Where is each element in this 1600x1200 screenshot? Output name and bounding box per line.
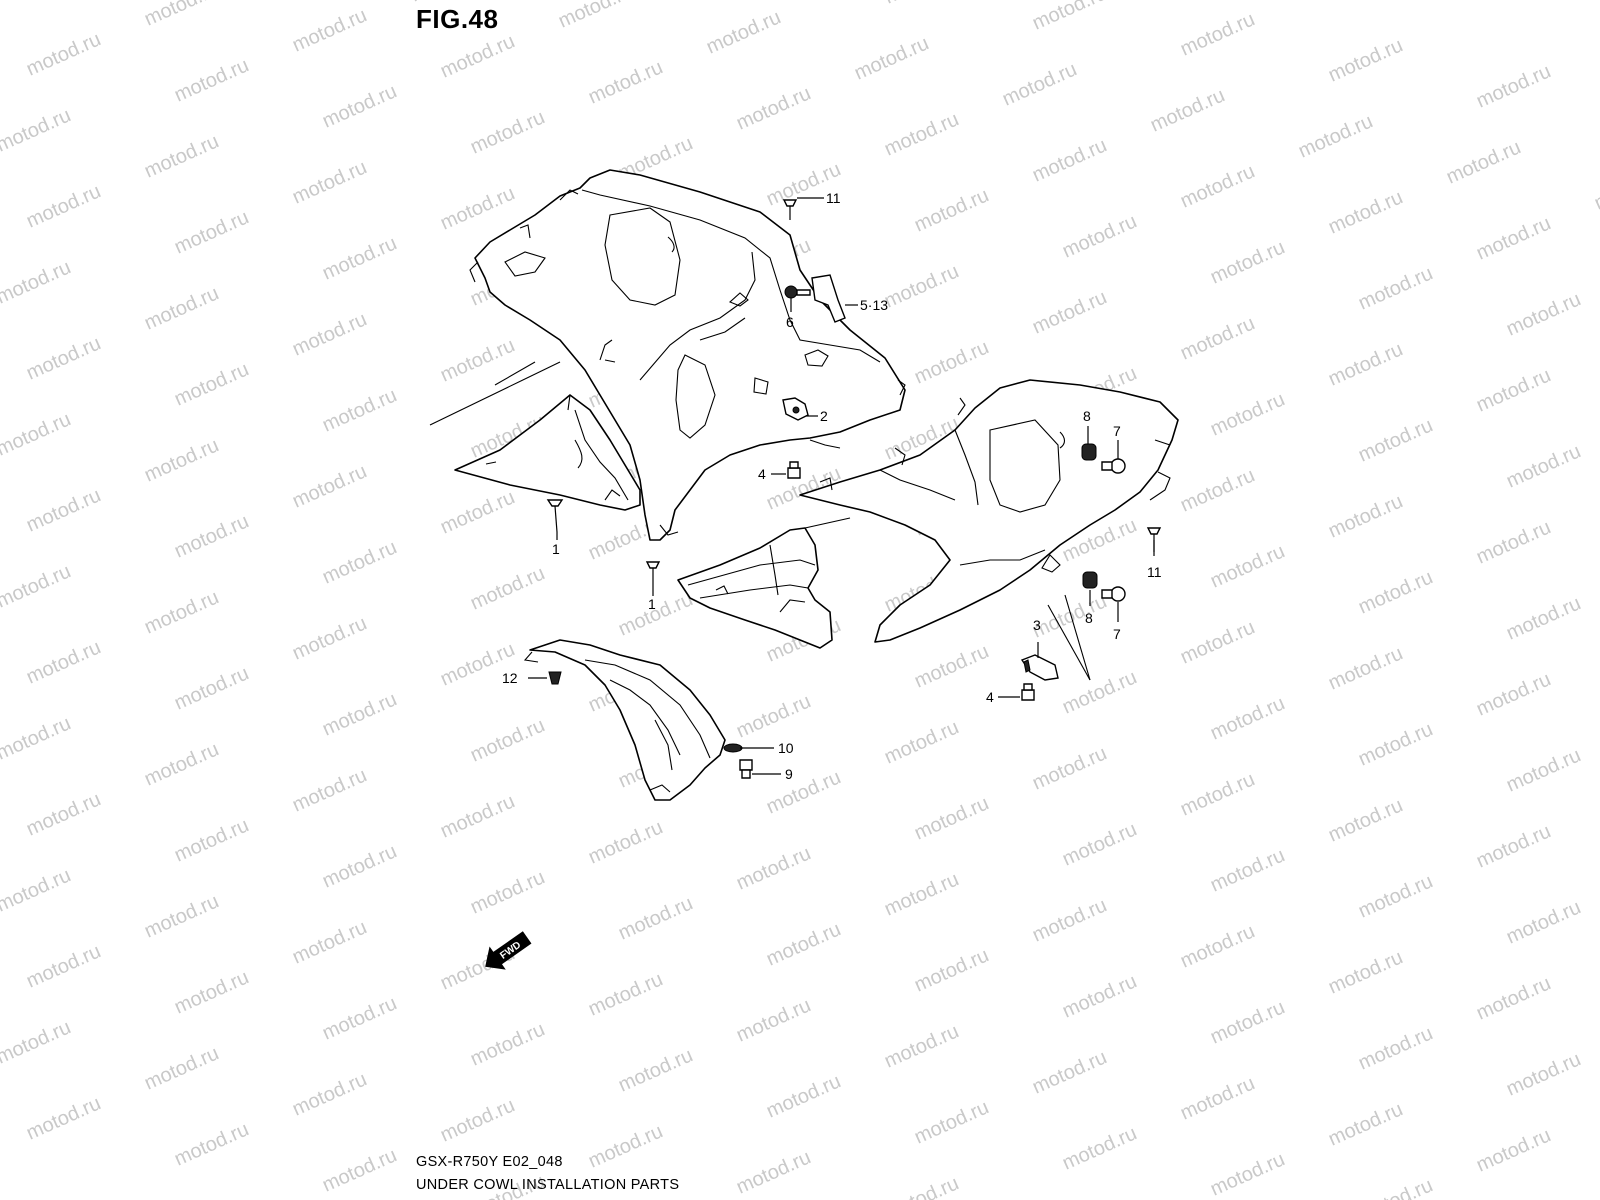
callout-5-13: 5·13 (860, 297, 888, 313)
callout-8-upper: 8 (1083, 408, 1091, 424)
left-cowl-lower-panel (429, 361, 641, 511)
center-under-panel (677, 517, 851, 649)
screw-11-top (782, 199, 798, 220)
bolt-9 (739, 759, 753, 779)
callout-9: 9 (785, 766, 793, 782)
callout-1-lower: 1 (648, 596, 656, 612)
callout-4-upper: 4 (758, 466, 766, 482)
callout-1-upper: 1 (552, 541, 560, 557)
callout-8-lower: 8 (1085, 610, 1093, 626)
callout-7-lower: 7 (1113, 626, 1121, 642)
front-under-cowl-piece (523, 639, 726, 801)
figure-title: FIG.48 (416, 4, 499, 34)
forward-direction-arrow: FWD (485, 931, 532, 970)
bracket-3 (1020, 654, 1059, 681)
bolt-7-lower (1101, 586, 1126, 602)
figure-caption: UNDER COWL INSTALLATION PARTS (416, 1177, 680, 1193)
clip-2 (782, 397, 809, 421)
callout-6: 6 (786, 314, 794, 330)
callout-11-right: 11 (1147, 564, 1162, 580)
callout-3: 3 (1033, 617, 1041, 633)
callout-10: 10 (778, 740, 794, 756)
callout-7-upper: 7 (1113, 423, 1121, 439)
model-code: GSX-R750Y E02_048 (416, 1154, 563, 1170)
bolt-4-lower (1021, 683, 1035, 701)
bracket-5-13 (811, 274, 846, 323)
grommet-8-lower (1082, 571, 1098, 589)
callout-12: 12 (502, 670, 518, 686)
screw-1-upper (546, 499, 564, 533)
grommet-8-upper (1081, 443, 1097, 461)
leader-lines (528, 197, 1155, 775)
callout-11-top: 11 (826, 190, 841, 206)
bolt-6 (784, 285, 811, 299)
washer-10 (723, 743, 743, 753)
bolt-4-upper (787, 461, 801, 479)
screw-1-lower (645, 561, 661, 590)
callout-2: 2 (820, 408, 828, 424)
callout-4-lower: 4 (986, 689, 994, 705)
fastener-12 (548, 671, 562, 685)
